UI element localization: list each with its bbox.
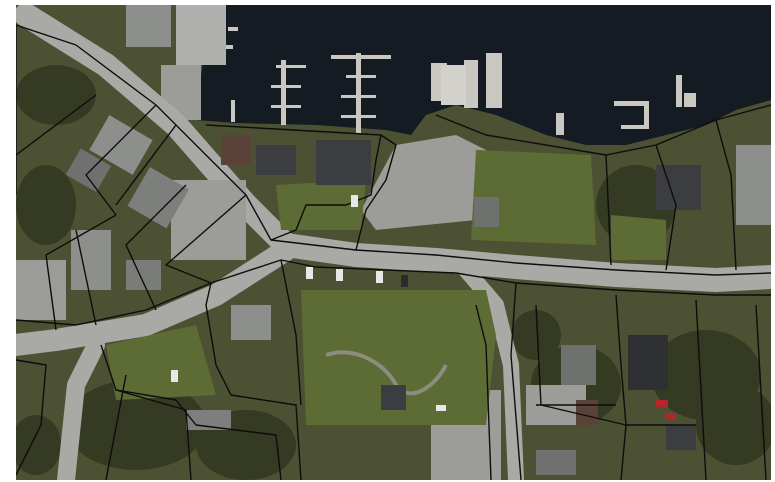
main-road <box>16 5 771 480</box>
docks <box>221 27 696 135</box>
park-path <box>325 350 448 396</box>
parcel-boundaries <box>16 24 771 480</box>
map-canvas <box>16 5 771 480</box>
aerial-map[interactable] <box>16 5 771 480</box>
shore-buildings <box>126 5 226 120</box>
vehicles <box>171 195 676 419</box>
buildings <box>65 65 771 475</box>
lawns <box>106 150 666 425</box>
